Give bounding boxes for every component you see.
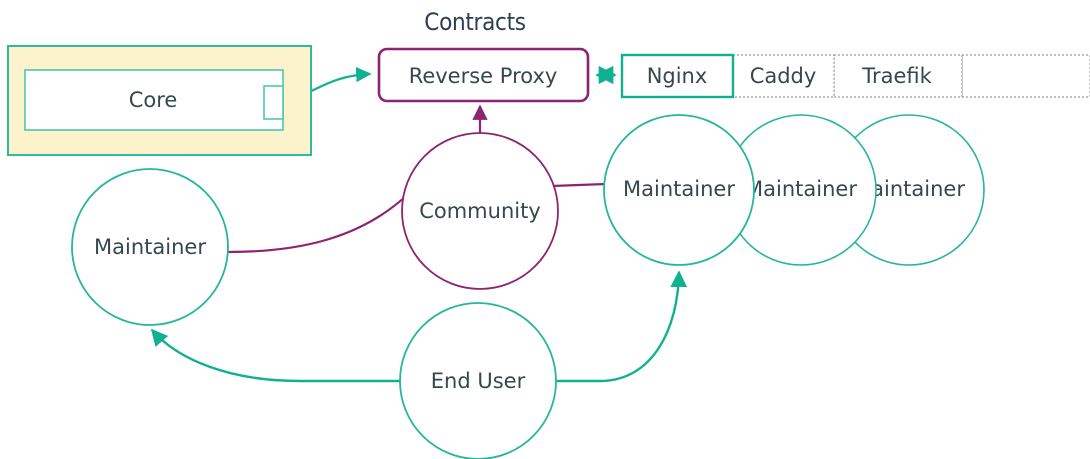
end-user-circle [399,302,557,459]
community-circle [401,132,559,290]
edge-end-user-to-maintainer-right [556,270,688,383]
table-cell-nginx-label: Nginx [647,64,708,88]
core-inner-box [24,69,284,131]
maintainer-circle [71,168,229,326]
reverse-proxy-box [377,47,590,103]
table-cell-caddy-label: Caddy [750,64,817,88]
end-user-node[interactable]: End User [399,302,557,459]
maintainer-label: Maintainer [745,177,857,201]
core-label: Core [129,88,178,112]
implementations-table: Traefik Caddy Nginx [620,53,1090,99]
table-cell-empty[interactable] [961,54,1090,98]
maintainer-circle [603,114,755,266]
table-cell-nginx[interactable] [620,53,735,99]
community-label: Community [419,199,541,223]
edge-community-to-maintainer-right [551,182,607,188]
table-cell-traefik[interactable] [833,54,963,98]
core-node[interactable]: Core [7,45,312,156]
core-port-handle[interactable] [263,85,284,120]
maintainer-label: Maintainer [94,235,206,259]
edge-end-user-to-maintainer-left [150,328,400,383]
edge-maintainer-left-to-community [227,195,407,254]
reverse-proxy-label: Reverse Proxy [409,64,558,88]
maintainer-right-2[interactable]: Maintainer [725,114,877,266]
end-user-label: End User [431,369,526,393]
community-node[interactable]: Community [401,132,559,290]
table-cell-traefik-label: Traefik [861,64,932,88]
maintainer-right-1[interactable]: Maintainer [603,114,755,266]
maintainer-label: Maintainer [623,177,735,201]
reverse-proxy-node[interactable]: Reverse Proxy [377,47,590,103]
maintainer-left-node[interactable]: Maintainer [71,168,229,326]
page-title: Contracts [424,8,525,36]
